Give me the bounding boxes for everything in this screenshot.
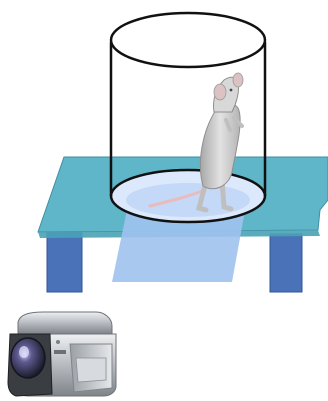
table-leg-right — [270, 234, 302, 292]
table-leg-left — [47, 232, 82, 292]
cylinder-rim — [111, 13, 265, 67]
camcorder-icon — [8, 312, 116, 396]
cylinder-floor-glow — [126, 183, 250, 217]
cylinder — [111, 13, 265, 222]
camera-lens — [11, 338, 45, 378]
